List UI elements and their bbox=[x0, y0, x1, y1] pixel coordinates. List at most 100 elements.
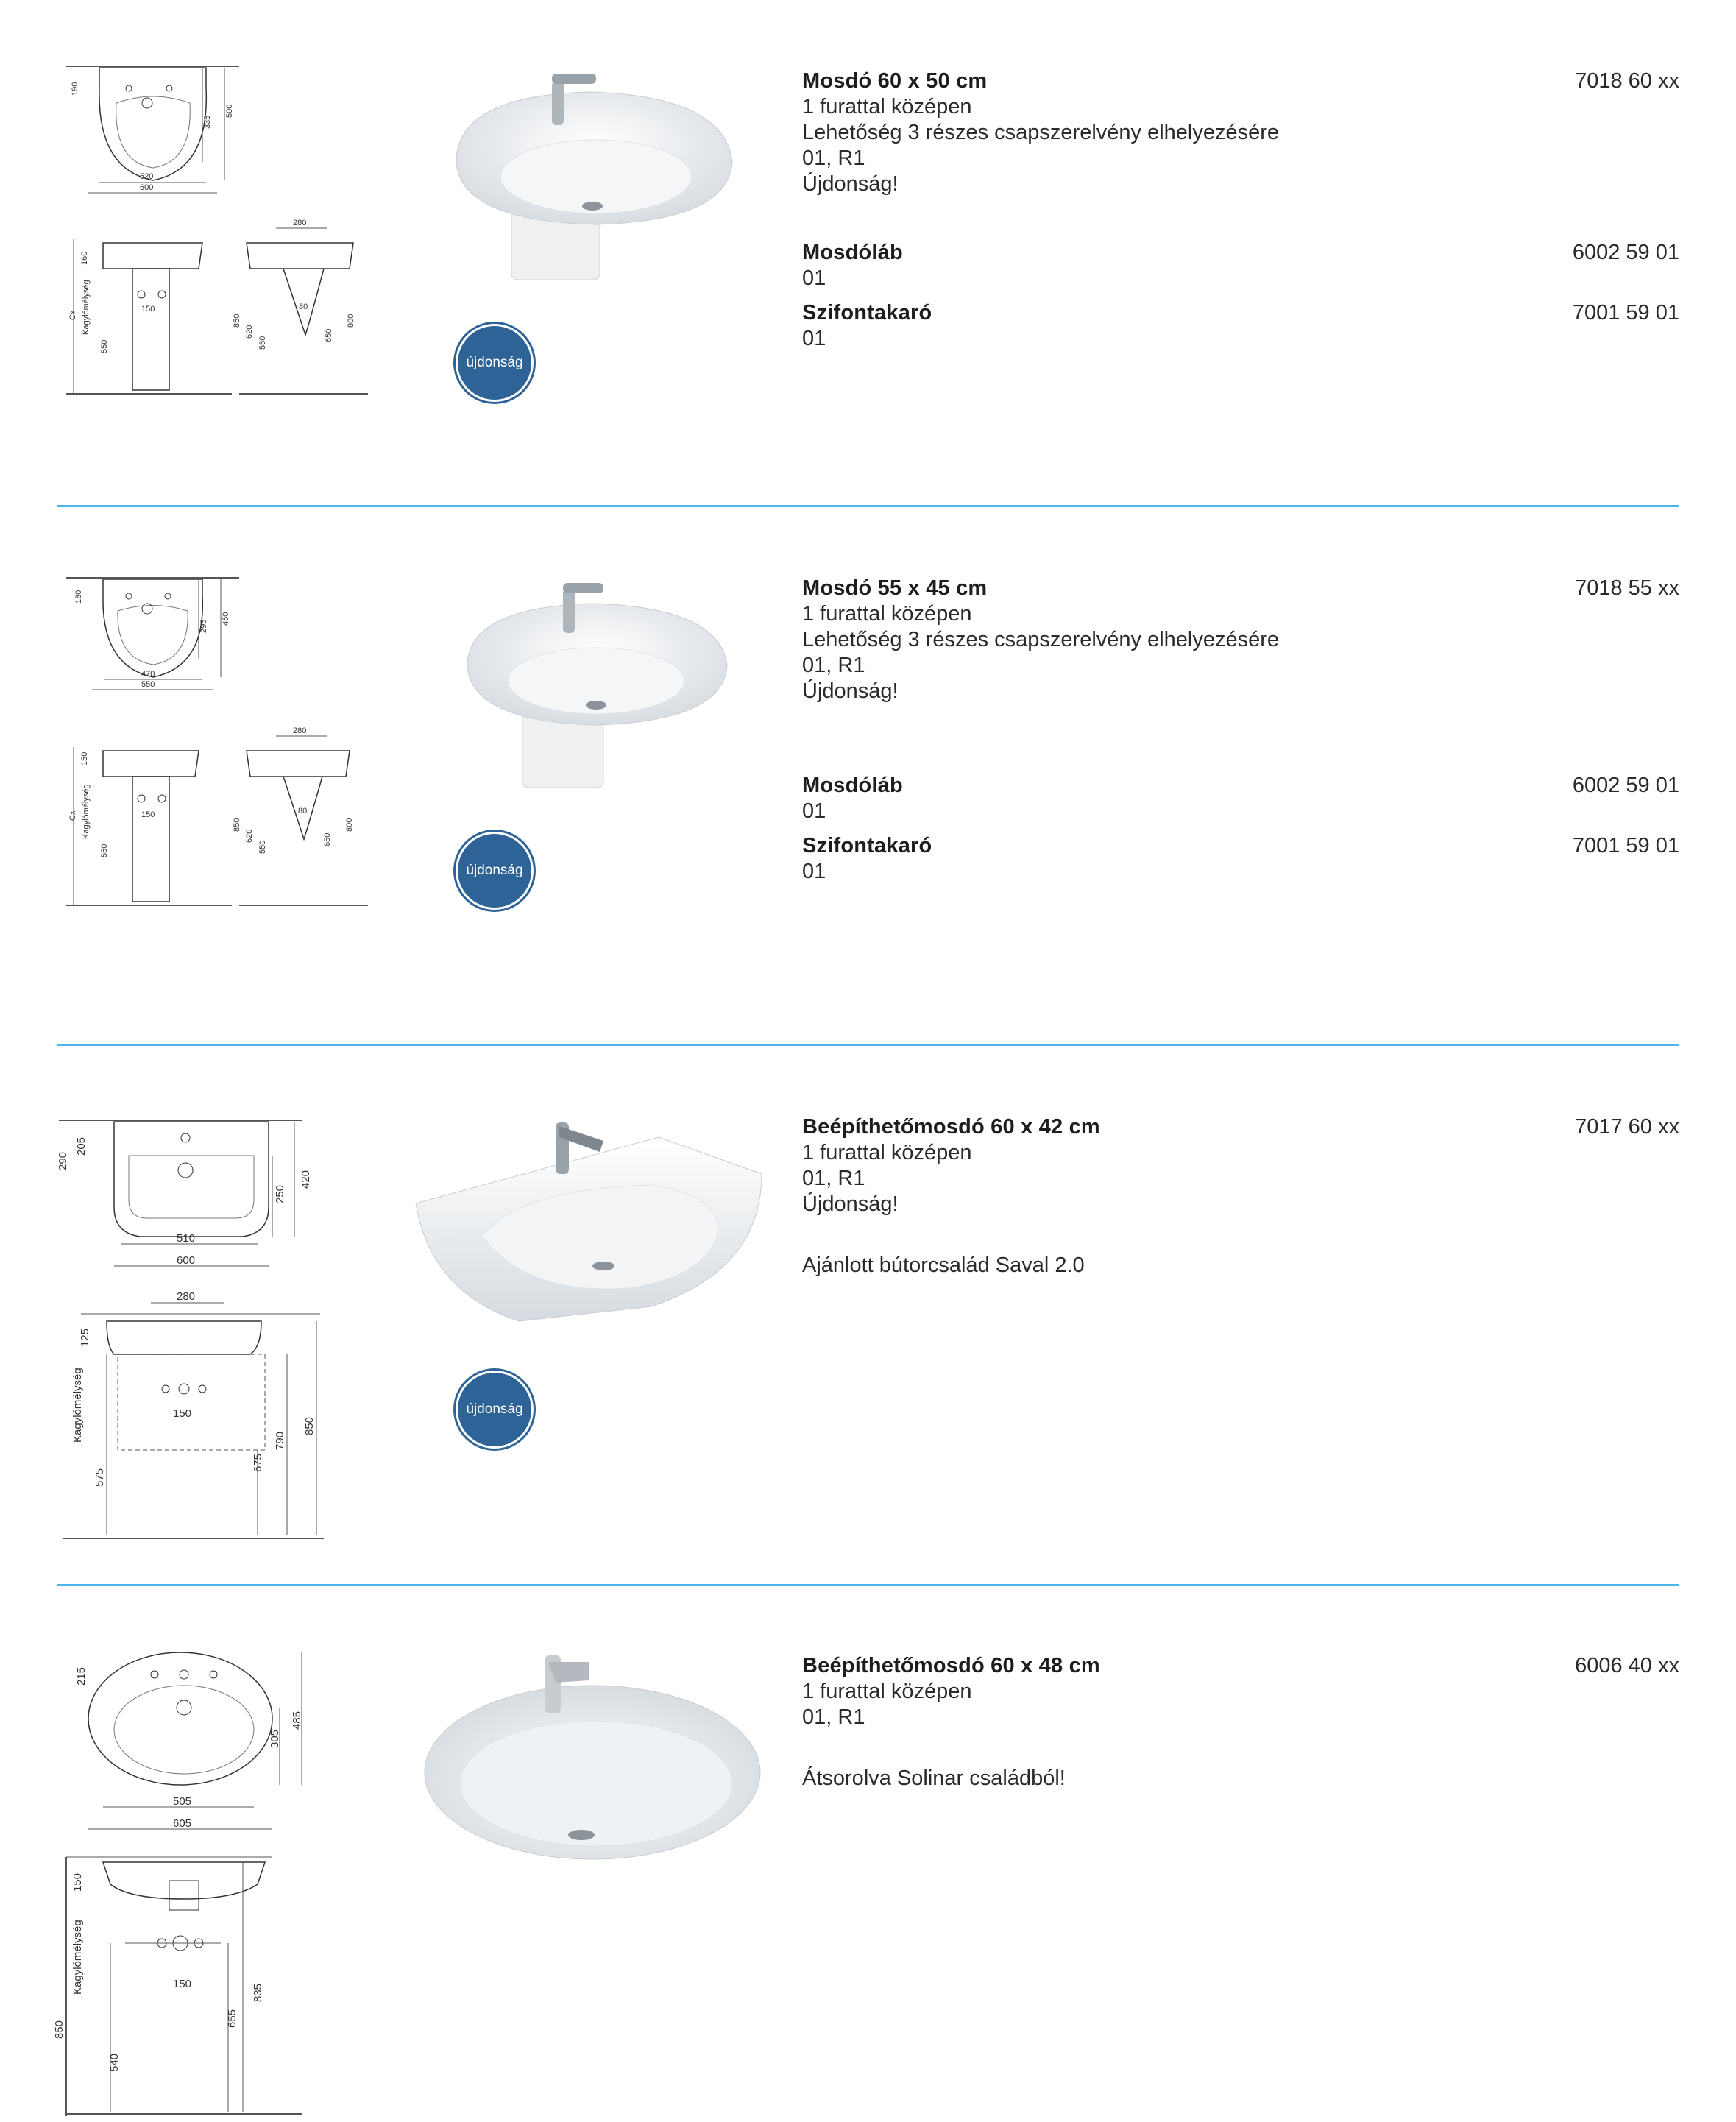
new-badge-label: újdonság bbox=[466, 1401, 523, 1417]
dim-label: 835 bbox=[252, 1984, 264, 2002]
dim-label: 620 bbox=[245, 830, 254, 843]
dim-label: 600 bbox=[177, 1254, 195, 1267]
dim-label: Kagylómélység bbox=[82, 280, 91, 335]
dim-label: 800 bbox=[347, 314, 355, 328]
product-info-3: Beépíthetőmosdó 60 x 42 cm 7017 60 xx 1 … bbox=[802, 1114, 1679, 1278]
product-detail: Lehetőség 3 részes csapszerelvény elhely… bbox=[802, 121, 1280, 144]
dim-label: 550 bbox=[141, 680, 155, 689]
product-info-2: Mosdó 55 x 45 cm 7018 55 xx 1 furattal k… bbox=[802, 576, 1679, 885]
product-detail: 01 bbox=[802, 799, 826, 823]
product-detail: Újdonság! bbox=[802, 679, 899, 703]
dim-label: 80 bbox=[299, 303, 308, 311]
dim-label: 280 bbox=[293, 726, 306, 735]
dim-label: 150 bbox=[173, 1978, 191, 1990]
dim-label: 205 bbox=[75, 1137, 88, 1156]
product-detail: 1 furattal középen bbox=[802, 1680, 972, 1703]
dim-label: 650 bbox=[325, 329, 333, 342]
product-title: Szifontakaró bbox=[802, 301, 932, 325]
dim-label: 160 bbox=[80, 252, 89, 265]
new-badge: újdonság bbox=[458, 1373, 531, 1446]
dim-label: 550 bbox=[258, 841, 267, 854]
dim-label: 605 bbox=[173, 1817, 191, 1830]
product-detail: 1 furattal középen bbox=[802, 602, 972, 626]
product-info-4: Beépíthetőmosdó 60 x 48 cm 6006 40 xx 1 … bbox=[802, 1653, 1679, 1792]
technical-drawings-3: 510 600 290 205 250 420 280 150 125 Kagy… bbox=[57, 1111, 368, 1546]
dim-label: 470 bbox=[141, 670, 155, 679]
new-badge: újdonság bbox=[458, 834, 531, 908]
section-divider bbox=[57, 1044, 1679, 1046]
dim-label: 790 bbox=[274, 1432, 286, 1450]
product-title: Mosdóláb bbox=[802, 774, 903, 797]
dim-label: Kagylómélység bbox=[82, 784, 91, 839]
new-badge-label: újdonság bbox=[466, 355, 523, 370]
dim-label: 620 bbox=[245, 325, 254, 339]
dim-label: 850 bbox=[303, 1417, 316, 1435]
product-detail: 01, R1 bbox=[802, 146, 865, 170]
product-code: 6002 59 01 bbox=[1572, 241, 1679, 264]
product-detail: 01 bbox=[802, 266, 826, 290]
product-code: 7018 55 xx bbox=[1575, 576, 1679, 600]
basin-top-view-drawing: 520 600 190 335 500 150 160 Cx Kagylómél… bbox=[66, 66, 368, 395]
dim-label: 450 bbox=[222, 612, 230, 626]
dim-label: 485 bbox=[291, 1711, 303, 1730]
section-divider bbox=[57, 505, 1679, 507]
dim-label: 550 bbox=[100, 844, 109, 857]
product-detail: 01, R1 bbox=[802, 1705, 865, 1729]
dim-label: 150 bbox=[141, 305, 155, 314]
product-code: 7001 59 01 bbox=[1572, 301, 1679, 325]
dim-label: 540 bbox=[108, 2054, 121, 2072]
dim-label: 180 bbox=[74, 590, 83, 604]
dim-label: 550 bbox=[100, 340, 109, 353]
dim-label: 190 bbox=[71, 82, 79, 96]
dim-label: 500 bbox=[225, 105, 234, 118]
product-row: Mosdóláb 6002 59 01 bbox=[802, 773, 1679, 799]
product-code: 7001 59 01 bbox=[1572, 834, 1679, 857]
product-note: Átsorolva Solinar családból! bbox=[802, 1766, 1066, 1790]
dim-label: 290 bbox=[57, 1152, 69, 1170]
dim-label: 280 bbox=[293, 219, 306, 227]
product-detail: 01, R1 bbox=[802, 654, 865, 677]
product-title: Mosdó 60 x 50 cm bbox=[802, 69, 988, 93]
product-row: Szifontakaró 7001 59 01 bbox=[802, 833, 1679, 859]
dim-label: 150 bbox=[80, 752, 89, 765]
dim-label: 520 bbox=[140, 172, 153, 181]
dim-label: 850 bbox=[233, 314, 241, 328]
technical-drawings-2: 470 550 180 295 450 150 150 Cx Kagylómél… bbox=[59, 570, 368, 916]
dim-label: 295 bbox=[199, 620, 208, 633]
product-detail: 1 furattal középen bbox=[802, 95, 972, 119]
new-badge: újdonság bbox=[458, 326, 531, 400]
product-title: Mosdóláb bbox=[802, 241, 903, 264]
dim-label: 575 bbox=[93, 1468, 106, 1487]
product-title: Beépíthetőmosdó 60 x 48 cm bbox=[802, 1654, 1100, 1677]
basin-photo-1 bbox=[442, 66, 751, 305]
product-detail: Újdonság! bbox=[802, 172, 899, 196]
dim-label: 250 bbox=[274, 1185, 286, 1203]
basin-drawing-set: 470 550 180 295 450 150 150 Cx Kagylómél… bbox=[66, 577, 368, 906]
product-row: Mosdó 55 x 45 cm 7018 55 xx bbox=[802, 576, 1679, 601]
product-row: Mosdó 60 x 50 cm 7018 60 xx bbox=[802, 68, 1679, 94]
dim-label: 150 bbox=[141, 810, 155, 819]
product-code: 6002 59 01 bbox=[1572, 774, 1679, 797]
product-detail: Újdonság! bbox=[802, 1192, 899, 1216]
product-detail: 01, R1 bbox=[802, 1167, 865, 1190]
dim-label: 280 bbox=[177, 1290, 195, 1303]
dim-label: 675 bbox=[252, 1454, 264, 1472]
dim-label: Kagylómélység bbox=[71, 1920, 84, 1995]
product-info-1: Mosdó 60 x 50 cm 7018 60 xx 1 furattal k… bbox=[802, 68, 1679, 352]
product-title: Beépíthetőmosdó 60 x 42 cm bbox=[802, 1115, 1100, 1139]
product-row: Beépíthetőmosdó 60 x 48 cm 6006 40 xx bbox=[802, 1653, 1679, 1679]
product-row: Mosdóláb 6002 59 01 bbox=[802, 240, 1679, 266]
product-detail: 01 bbox=[802, 327, 826, 350]
dim-label: Cx bbox=[68, 810, 77, 821]
dim-label: 125 bbox=[79, 1329, 91, 1347]
product-row: Beépíthetőmosdó 60 x 42 cm 7017 60 xx bbox=[802, 1114, 1679, 1140]
dim-label: 335 bbox=[203, 116, 212, 129]
product-title: Mosdó 55 x 45 cm bbox=[802, 576, 988, 600]
dim-label: 850 bbox=[233, 818, 241, 832]
dim-label: 80 bbox=[298, 807, 307, 816]
basin-drawing-set: 510 600 290 205 250 420 280 150 125 Kagy… bbox=[57, 1120, 324, 1539]
dim-label: 420 bbox=[300, 1170, 312, 1189]
basin-drawing-set: 505 605 215 305 485 150 150 Kagylómélysé… bbox=[53, 1652, 303, 2116]
dim-label: 800 bbox=[345, 818, 354, 832]
section-divider bbox=[57, 1584, 1679, 1586]
